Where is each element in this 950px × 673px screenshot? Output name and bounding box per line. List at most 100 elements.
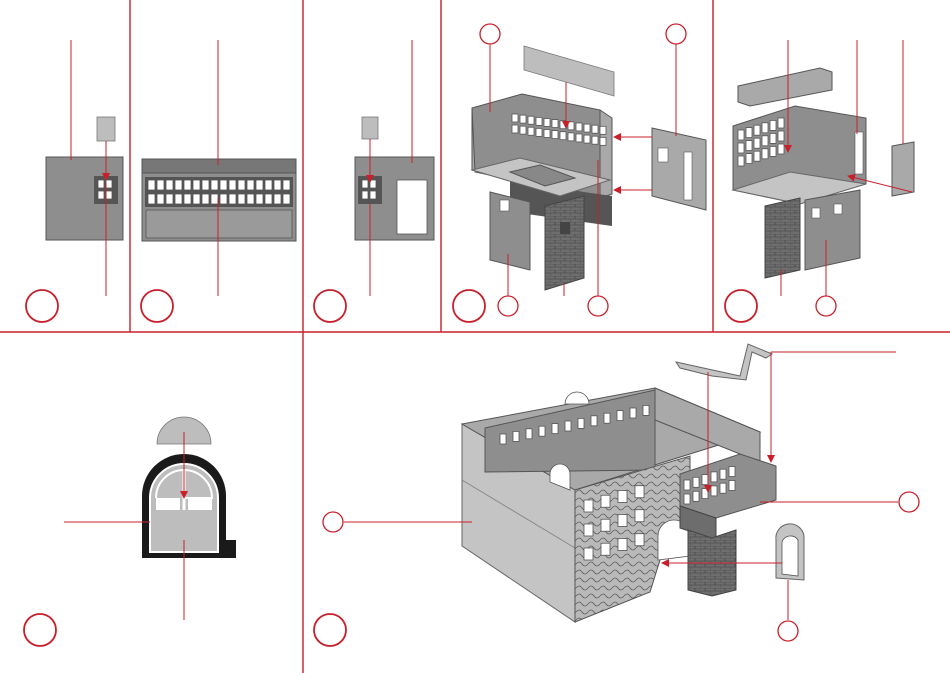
- window-pane: [539, 426, 545, 436]
- window-pane: [592, 136, 598, 144]
- window-pane: [568, 122, 574, 130]
- window-pane: [202, 180, 209, 190]
- window-pane: [684, 494, 690, 504]
- window-glazing-part: [362, 117, 378, 139]
- window-pane: [770, 146, 776, 156]
- step-circle-icon: [24, 614, 56, 646]
- window-pane: [148, 194, 155, 204]
- window-pane: [274, 194, 281, 204]
- window-pane: [520, 115, 526, 123]
- window-pane: [762, 136, 768, 146]
- window-pane: [584, 524, 593, 536]
- window-pane: [544, 129, 550, 137]
- window-pane: [584, 135, 590, 143]
- window-pane: [156, 498, 180, 510]
- window-pane: [576, 123, 582, 131]
- window-pane: [729, 467, 735, 477]
- callout-circle-icon: [480, 24, 500, 44]
- step-circle-icon: [453, 290, 485, 322]
- window-pane: [618, 514, 627, 526]
- window-pane: [202, 194, 209, 204]
- panel-step-a: [26, 40, 123, 322]
- window-pane: [738, 130, 744, 140]
- window-pane: [560, 121, 566, 129]
- callout-circle-icon: [498, 296, 518, 316]
- panel-step-g: [314, 344, 919, 646]
- window-pane: [770, 133, 776, 143]
- window-pane: [635, 534, 644, 546]
- window-pane: [211, 180, 218, 190]
- window-pane: [754, 138, 760, 148]
- frame-tab: [226, 540, 236, 558]
- window-pane: [193, 194, 200, 204]
- window-pane: [247, 180, 254, 190]
- window-pane: [193, 180, 200, 190]
- window-pane: [702, 489, 708, 499]
- window-pane: [711, 472, 717, 482]
- window-pane: [778, 118, 784, 128]
- window-pane: [565, 421, 571, 431]
- window-pane: [520, 126, 526, 134]
- window-pane: [513, 431, 519, 441]
- window-pane: [693, 477, 699, 487]
- window-pane: [635, 510, 644, 522]
- step-circle-icon: [725, 290, 757, 322]
- window-pane: [762, 123, 768, 133]
- window-pane: [720, 469, 726, 479]
- arch-window: [565, 392, 589, 404]
- callout-circle-icon: [588, 296, 608, 316]
- window-pane: [175, 180, 182, 190]
- wall-cornice: [142, 159, 296, 173]
- roof-edge-part: [738, 68, 832, 106]
- window-pane: [552, 120, 558, 128]
- window-pane: [512, 125, 518, 133]
- window-pane: [746, 154, 752, 164]
- panel-step-c: [314, 40, 434, 322]
- window-pane: [256, 194, 263, 204]
- window-pane: [283, 180, 290, 190]
- window-pane: [738, 143, 744, 153]
- window-pane: [576, 134, 582, 142]
- window-pane: [166, 194, 173, 204]
- wall-window: [834, 204, 842, 214]
- window-pane: [166, 180, 173, 190]
- side-panel-part: [652, 128, 706, 210]
- window-pane: [693, 491, 699, 501]
- step-circle-icon: [26, 290, 58, 322]
- pillar-window: [560, 222, 570, 234]
- window-pane: [229, 194, 236, 204]
- panel-step-d: [453, 24, 706, 322]
- window-pane: [702, 475, 708, 485]
- lower-wall-part: [805, 190, 860, 270]
- window-pane: [512, 114, 518, 122]
- window-pane: [500, 434, 506, 444]
- window-pane: [184, 180, 191, 190]
- window-pane: [188, 498, 212, 510]
- window-pane: [584, 548, 593, 560]
- window-pane: [630, 408, 636, 418]
- window-glazing-part: [97, 117, 115, 141]
- window-pane: [536, 117, 542, 125]
- window-pane: [720, 483, 726, 493]
- wall-window: [500, 200, 509, 211]
- wall-door: [684, 152, 692, 200]
- callout-circle-icon: [899, 492, 919, 512]
- window-pane: [578, 418, 584, 428]
- window-pane: [600, 137, 606, 145]
- window-pane: [283, 194, 290, 204]
- window-pane: [184, 194, 191, 204]
- panel-step-e: [725, 40, 914, 322]
- window-pane: [591, 416, 597, 426]
- window-pane: [617, 411, 623, 421]
- window-pane: [274, 180, 281, 190]
- wall-door: [855, 132, 863, 174]
- window-pane: [601, 495, 610, 507]
- window-pane: [584, 124, 590, 132]
- window-pane: [265, 180, 272, 190]
- step-circle-icon: [314, 290, 346, 322]
- window-pane: [238, 194, 245, 204]
- window-pane: [600, 126, 606, 134]
- window-pane: [528, 116, 534, 124]
- window-pane: [601, 519, 610, 531]
